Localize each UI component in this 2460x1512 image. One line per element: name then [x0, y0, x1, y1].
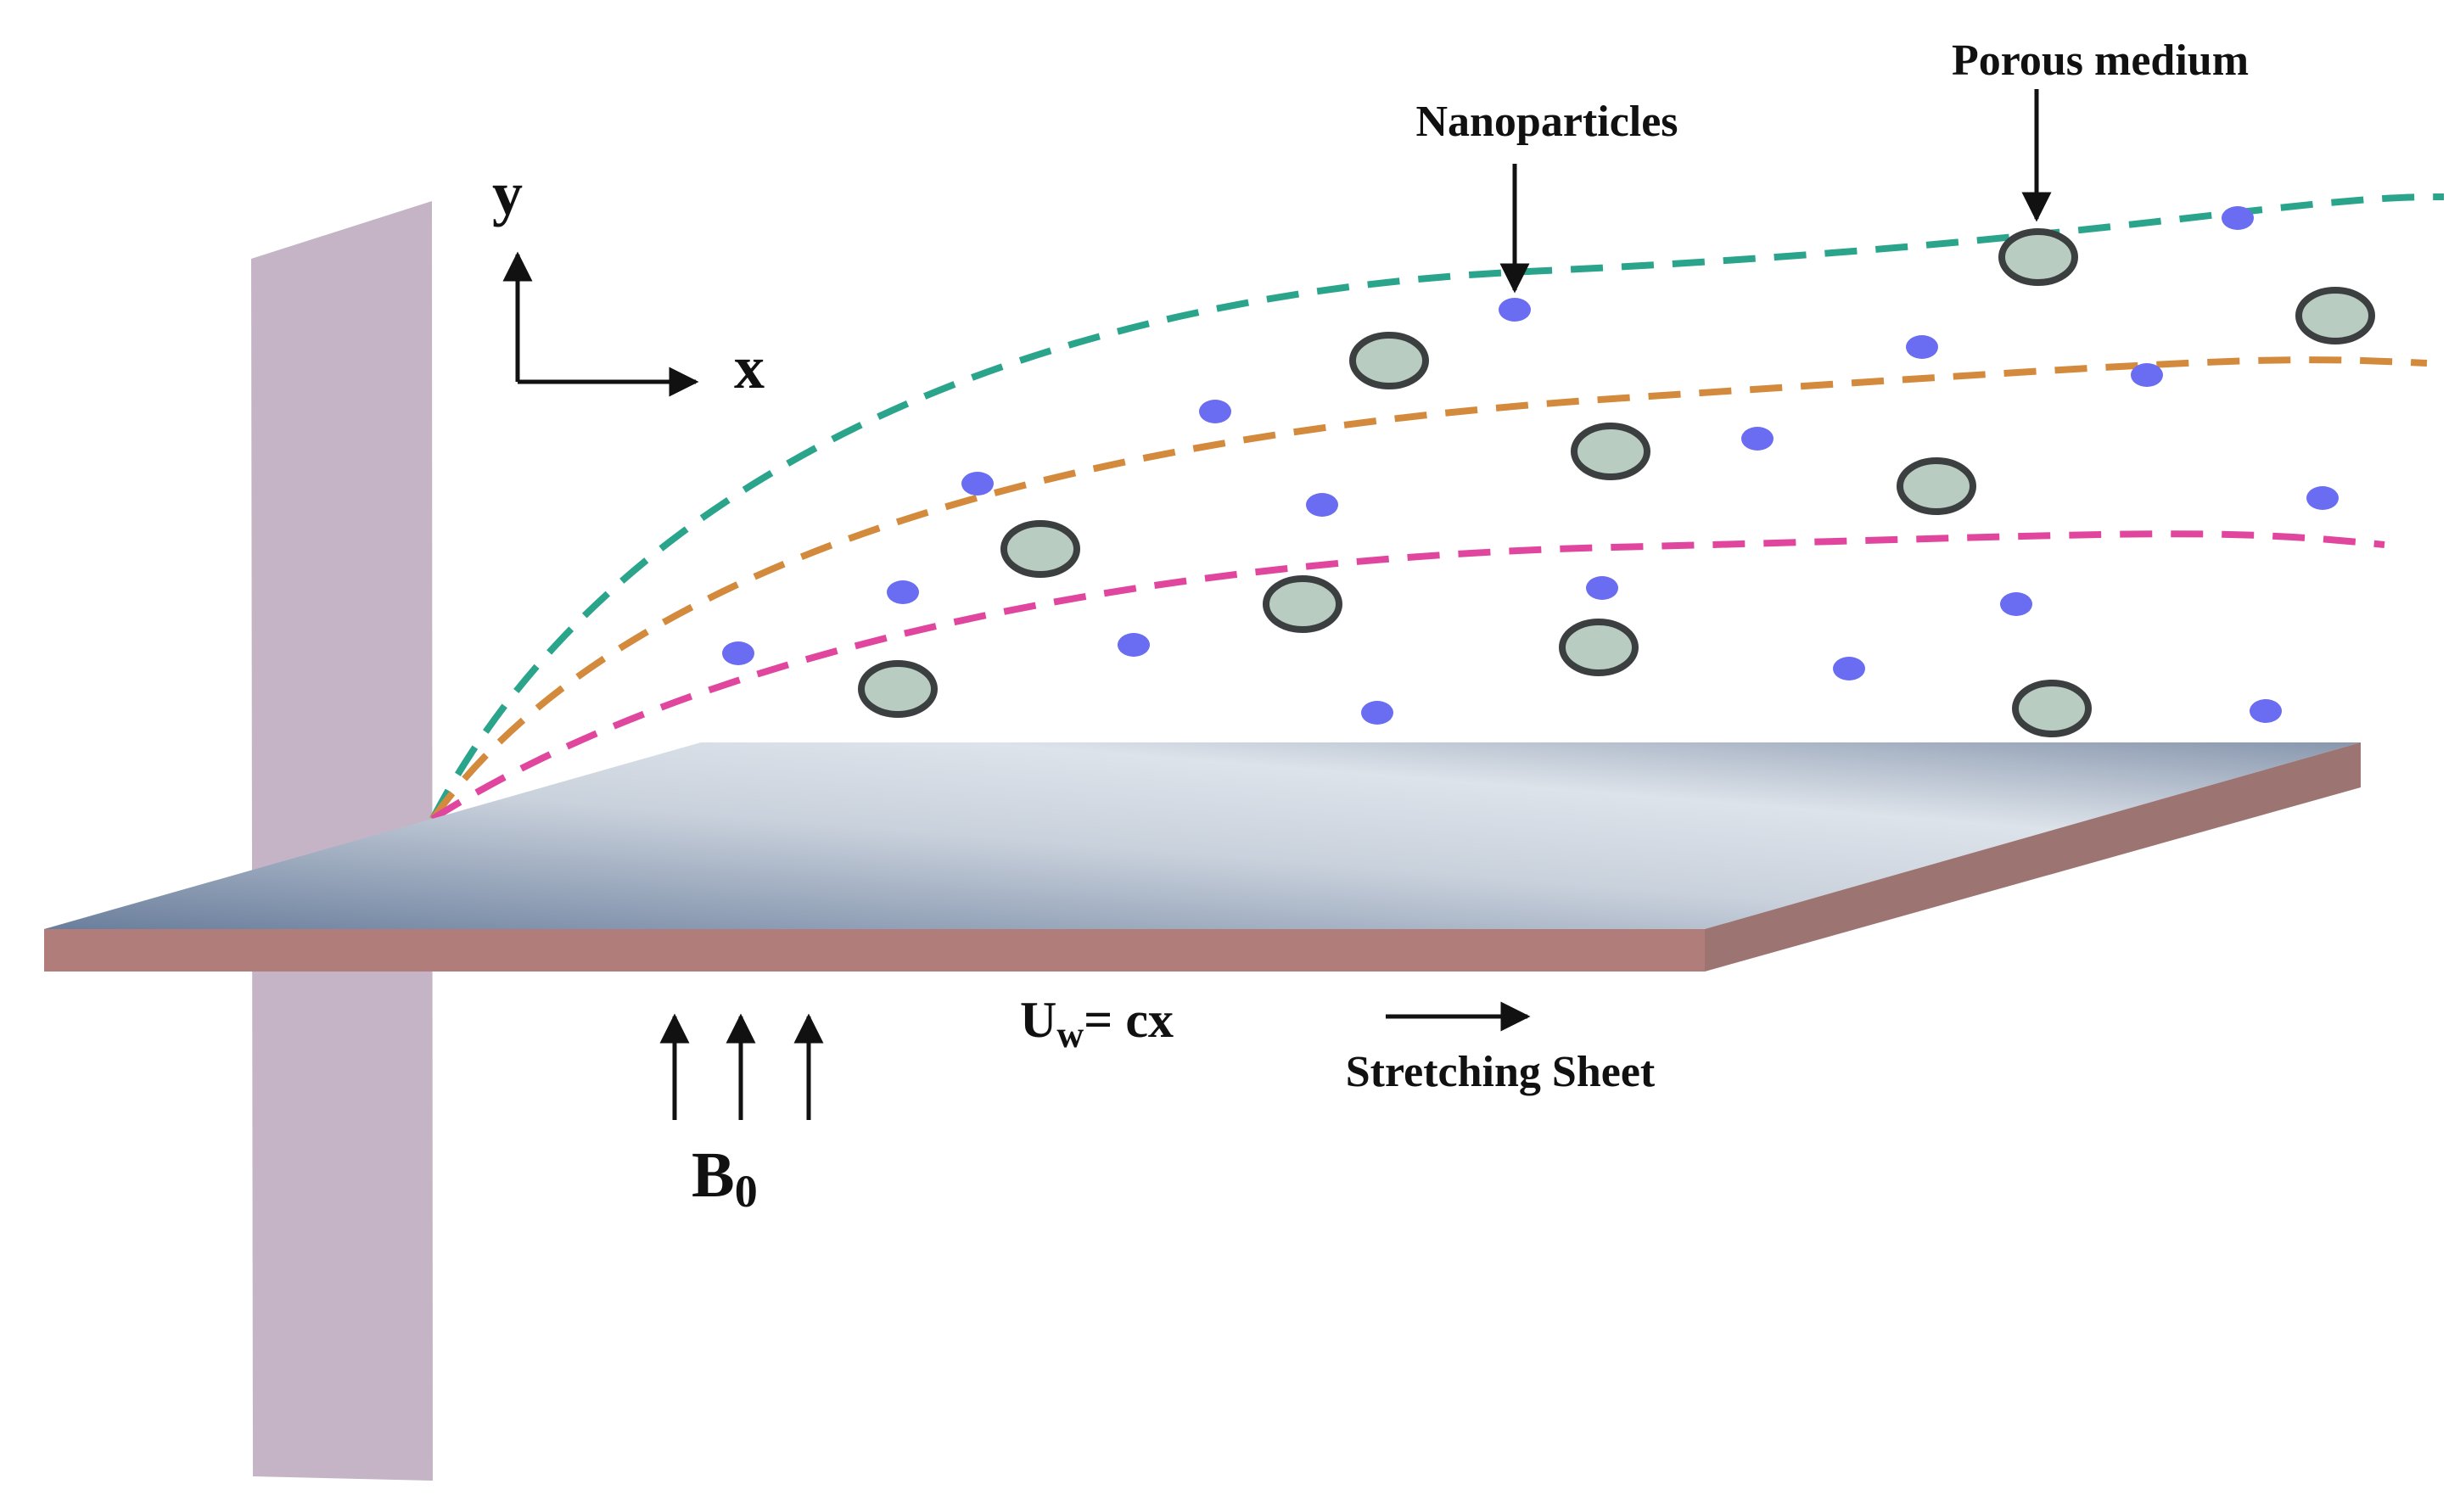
velocity-label: Uw= cx — [1020, 992, 1174, 1056]
porous-medium-group — [858, 228, 2375, 737]
nanoparticle — [1586, 576, 1618, 600]
porous-particle — [1571, 423, 1650, 480]
magnetic-field-subscript: 0 — [735, 1166, 758, 1217]
nanoparticle — [2306, 486, 2339, 510]
porous-particle — [1559, 619, 1639, 676]
nanoparticle — [887, 580, 919, 604]
porous-particle — [2012, 680, 2092, 737]
magnetic-field-label: B0 — [692, 1140, 758, 1217]
nanoparticle — [1306, 493, 1338, 517]
nanoparticle — [1906, 335, 1938, 359]
nanoparticle — [1741, 427, 1774, 451]
porous-particle — [1000, 520, 1080, 578]
y-axis-label: y — [492, 160, 523, 227]
boundary-curve-outer — [429, 193, 2445, 820]
porous-particle — [2295, 287, 2375, 344]
porous-particle — [858, 660, 938, 718]
sheet-side-face — [1705, 742, 2361, 972]
sheet-front-face — [44, 929, 1705, 972]
nanoparticles-label: Nanoparticles — [1415, 98, 1678, 146]
boundary-curve-inner — [430, 530, 2385, 822]
magnetic-field-arrows — [659, 1013, 824, 1120]
nanoparticle — [1361, 701, 1393, 725]
coordinate-axes — [502, 251, 699, 397]
porous-medium-label: Porous medium — [1952, 36, 2249, 85]
nanoparticles-group — [722, 206, 2339, 725]
stretching-sheet-label: Stretching Sheet — [1346, 1048, 1656, 1096]
nanoparticle — [722, 641, 754, 665]
velocity-main: U — [1020, 992, 1056, 1048]
porous-particle — [1349, 332, 1429, 389]
vertical-wall — [251, 201, 433, 1481]
boundary-curve-middle — [429, 356, 2428, 821]
nanoparticle — [2222, 206, 2254, 230]
nanoparticle — [1833, 657, 1865, 680]
porous-particle — [1897, 457, 1976, 515]
nanoparticle — [2131, 363, 2163, 387]
nanoparticle — [961, 472, 994, 496]
nanoparticle — [1118, 633, 1150, 657]
velocity-equation: = cx — [1084, 992, 1174, 1048]
nanoparticle — [1199, 400, 1231, 423]
magnetic-field-main: B — [692, 1140, 735, 1211]
nanoparticle — [2250, 699, 2282, 723]
velocity-subscript: w — [1056, 1014, 1084, 1056]
nanoparticle — [1499, 298, 1531, 322]
porous-particle — [1998, 228, 2078, 286]
x-axis-label: x — [734, 333, 765, 401]
sheet-top-surface — [44, 742, 2361, 929]
porous-particle — [1263, 575, 1342, 633]
nanoparticle — [2000, 592, 2032, 616]
